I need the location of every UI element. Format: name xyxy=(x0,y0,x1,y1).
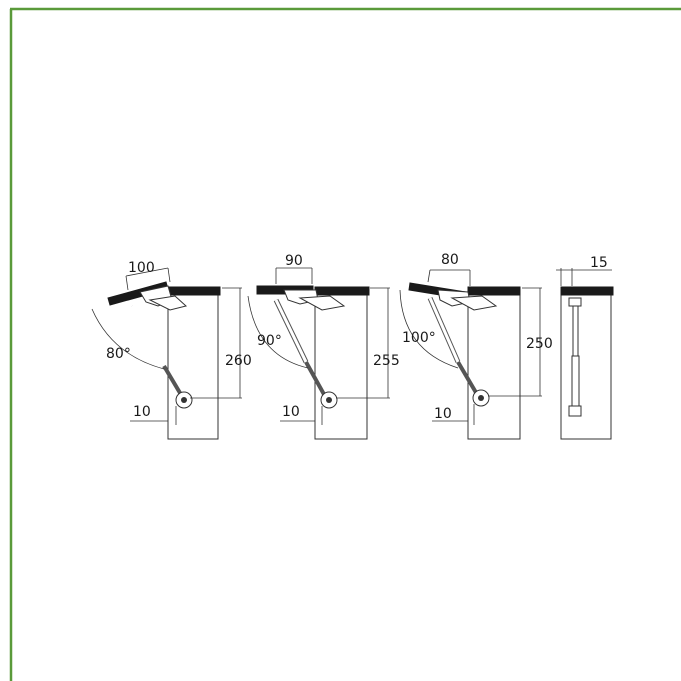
height-dimension-label: 255 xyxy=(373,353,400,369)
angle-label: 100° xyxy=(402,330,436,346)
piston-mount-center xyxy=(478,395,484,401)
diagram-80-degrees: 100 260 10 80° xyxy=(91,260,252,440)
height-dimension-label: 260 xyxy=(225,353,252,369)
angle-label: 80° xyxy=(106,346,131,362)
height-dimension-label: 250 xyxy=(526,336,553,352)
dimension-ext-left xyxy=(125,275,129,291)
cabinet-top xyxy=(314,286,370,296)
angle-arc xyxy=(247,295,309,369)
gas-piston-rod-inner xyxy=(274,299,308,363)
gas-piston-cylinder xyxy=(304,361,328,399)
dimension-ext-right xyxy=(167,267,171,283)
offset-dimension-label: 10 xyxy=(282,404,300,420)
gas-piston-side xyxy=(572,303,579,357)
piston-bottom-bracket xyxy=(568,405,582,417)
diagram-90-degrees: 90 255 10 90° xyxy=(247,253,400,440)
gas-piston-rod-inner xyxy=(428,297,460,363)
angle-arc xyxy=(91,308,165,370)
angle-arc xyxy=(399,289,459,369)
width-dimension-label: 90 xyxy=(285,253,303,269)
cabinet-side-panel xyxy=(467,293,521,440)
gas-piston-cylinder xyxy=(456,360,480,398)
hinge-arm xyxy=(148,295,188,311)
offset-dimension-label: 10 xyxy=(434,406,452,422)
width-dimension-label: 80 xyxy=(441,252,459,268)
gas-piston-side-cylinder xyxy=(571,355,580,407)
piston-top-bracket xyxy=(568,297,582,307)
cabinet-side-panel xyxy=(560,293,612,440)
diagram-side-view: 15 xyxy=(556,255,614,440)
dimension-line-top xyxy=(125,267,169,277)
gas-piston-rod-inner xyxy=(130,305,166,367)
cabinet-top xyxy=(467,286,521,296)
diagram-100-degrees: 80 250 10 100° xyxy=(399,252,553,440)
cabinet-top xyxy=(560,286,614,296)
piston-mount-center xyxy=(181,397,187,403)
hinge-arm xyxy=(450,295,498,311)
width-dimension-label: 100 xyxy=(128,260,155,276)
cabinet-side-panel xyxy=(314,293,368,440)
dimension-ext-left xyxy=(427,269,431,283)
cabinet-side-panel xyxy=(167,293,219,440)
hinge-arm xyxy=(298,295,346,311)
cabinet-top xyxy=(167,286,221,296)
piston-mount-center xyxy=(326,397,332,403)
angle-label: 90° xyxy=(257,333,282,349)
side-dimension-label: 15 xyxy=(590,255,608,271)
offset-dimension-label: 10 xyxy=(133,404,151,420)
